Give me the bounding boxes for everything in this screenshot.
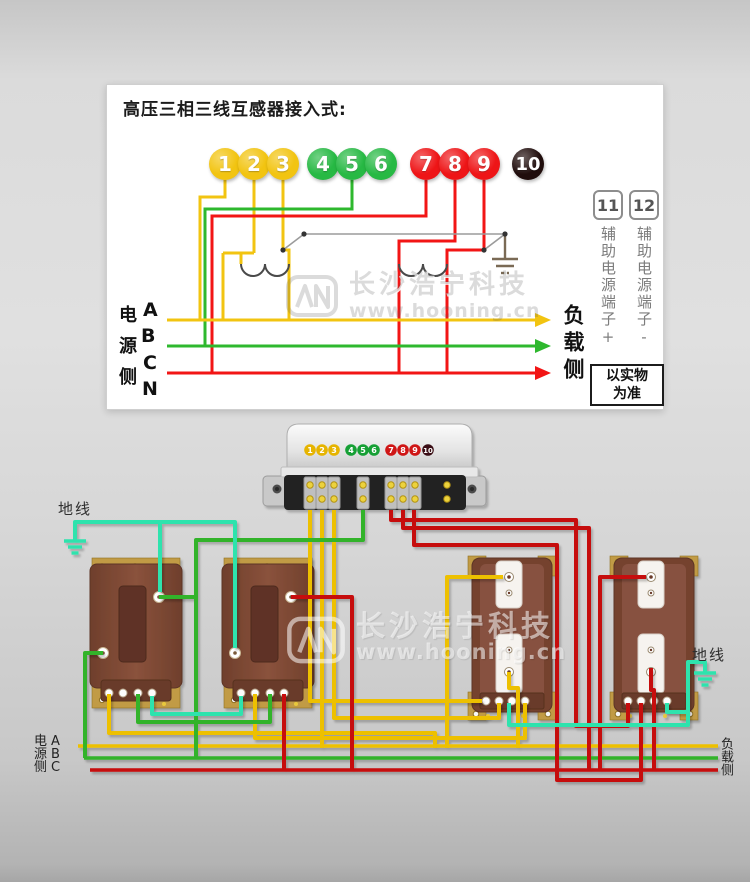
meter-terminal-numbers: 1 2 3 4 5 6 7 8 9 10 (304, 444, 434, 456)
source-cn-1: 电 (34, 734, 48, 749)
meter: 1 2 3 4 5 6 7 8 9 10 (262, 423, 487, 510)
phase-label-n: N (142, 378, 158, 400)
schematic-phase-b-wires (203, 180, 354, 346)
source-cn-2: 源 (34, 747, 48, 762)
terminal-circle-4: 4 (307, 148, 339, 180)
ground-label-left: 地线 (58, 500, 93, 518)
note-line1: 以实物 (606, 368, 648, 384)
note-line2: 为准 (613, 386, 641, 402)
terminal-circle-2: 2 (238, 148, 270, 180)
meter-num-1: 1 (307, 446, 313, 455)
terminal-circle-7: 7 (410, 148, 442, 180)
meter-num-9: 9 (412, 446, 418, 455)
pt-transformer-1 (89, 557, 183, 709)
ground-label-right: 地线 (692, 646, 727, 664)
bus-bars (78, 744, 718, 772)
meter-num-7: 7 (388, 446, 394, 455)
terminal-circle-3: 3 (267, 148, 299, 180)
terminal-circle-1: 1 (209, 148, 241, 180)
meter-num-3: 3 (331, 446, 337, 455)
meter-num-6: 6 (371, 446, 377, 455)
load-side-bus-label: 负载侧 (718, 737, 733, 776)
meter-num-2: 2 (319, 446, 325, 455)
meter-num-5: 5 (360, 446, 366, 455)
schematic-wiring-svg (167, 180, 551, 380)
ground-symbol-left (64, 539, 86, 555)
meter-num-8: 8 (400, 446, 406, 455)
terminal-circle-8: 8 (439, 148, 471, 180)
terminal-circle-5: 5 (336, 148, 368, 180)
schematic-phase-c-wires (210, 180, 486, 373)
schematic-panel: 高压三相三线互感器接入式: (106, 84, 664, 410)
junction-dots (280, 231, 508, 253)
ground-symbol-right (694, 671, 716, 687)
bus-lines (167, 313, 551, 380)
aux-minus-label: 辅助电源端子- (635, 226, 653, 348)
schematic-ground-icon (492, 234, 518, 275)
test-link-wires (282, 233, 508, 251)
meter-num-10: 10 (423, 447, 433, 455)
source-side-label: 电源侧 (116, 305, 137, 398)
physical-wiring-svg: 1 2 3 4 5 6 7 8 9 10 (64, 423, 718, 782)
meter-num-4: 4 (348, 446, 354, 455)
source-phase-b: B (51, 747, 60, 762)
terminal-circle-6: 6 (365, 148, 397, 180)
panel-title: 高压三相三线互感器接入式: (123, 100, 347, 120)
phase-label-c: C (143, 352, 157, 374)
current-coil-symbols (240, 263, 448, 277)
green-wires (83, 510, 365, 758)
note-box: 以实物 为准 (590, 364, 664, 406)
phase-label-a: A (143, 299, 158, 321)
terminal-circle-10: 10 (512, 148, 544, 180)
aux-terminal-12: 12 (629, 190, 659, 220)
red-wires (282, 510, 656, 782)
source-cn-3: 侧 (34, 760, 48, 775)
source-phase-a: A (51, 734, 60, 749)
aux-plus-label: 辅助电源端子+ (599, 226, 617, 348)
load-side-label: 负载侧 (561, 304, 585, 385)
ground-wires (73, 520, 707, 727)
terminal-circle-9: 9 (468, 148, 500, 180)
ct-transformer-1 (467, 555, 557, 721)
phase-label-b: B (141, 325, 156, 347)
source-phase-c: C (51, 760, 61, 775)
ct-transformer-2 (609, 555, 699, 721)
aux-terminal-11: 11 (593, 190, 623, 220)
